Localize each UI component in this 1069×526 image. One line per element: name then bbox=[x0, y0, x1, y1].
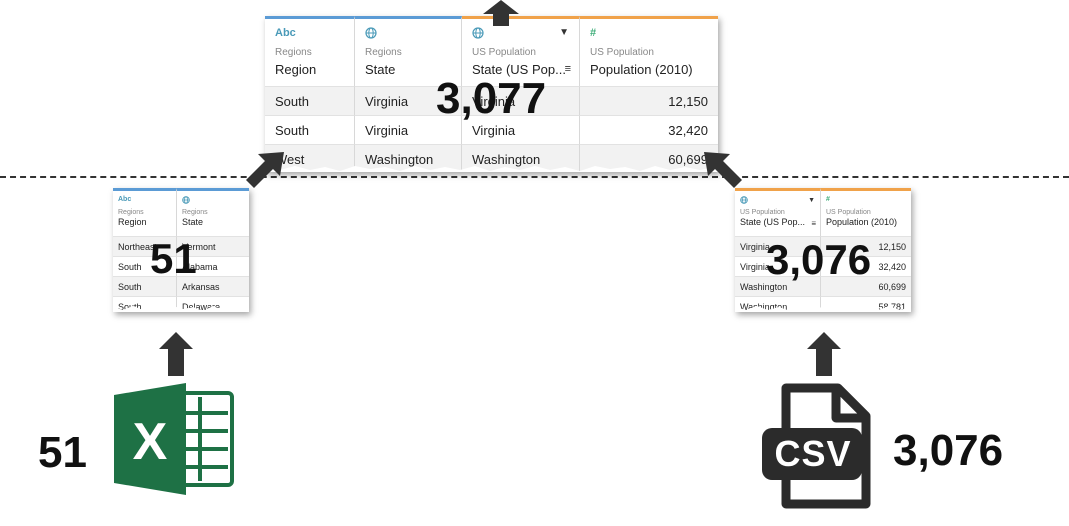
table-row[interactable]: South Delaware bbox=[113, 296, 249, 312]
number-icon: # bbox=[826, 196, 830, 203]
cell-region: South bbox=[113, 256, 177, 276]
column-source: Regions bbox=[275, 47, 312, 58]
number-icon: # bbox=[590, 27, 597, 39]
header-population[interactable]: # US Population Population (2010) bbox=[580, 16, 718, 86]
header-region[interactable]: Abc Regions Region bbox=[113, 188, 177, 236]
excel-table-header: Abc Regions Region Regions State bbox=[113, 188, 249, 236]
abc-icon: Abc bbox=[118, 196, 132, 203]
cell-state: Alabama bbox=[177, 256, 249, 276]
sort-icon[interactable]: ≡ bbox=[564, 63, 571, 75]
cell-state: Washington bbox=[355, 144, 462, 172]
cell-population: 60,699 bbox=[580, 144, 718, 172]
excel-table-row-count: 51 bbox=[150, 235, 197, 282]
csv-file-icon bbox=[762, 383, 871, 509]
cell-state: Arkansas bbox=[177, 276, 249, 296]
excel-row-count: 51 bbox=[38, 428, 87, 477]
csv-label: CSV bbox=[774, 433, 852, 474]
cell-state-us-pop: Virginia bbox=[462, 115, 580, 144]
csv-table-row-count: 3,076 bbox=[766, 236, 872, 283]
header-state[interactable]: Regions State bbox=[177, 188, 249, 236]
cell-population: 12,150 bbox=[821, 236, 911, 256]
sort-icon[interactable]: ≡ bbox=[811, 219, 816, 228]
table-row[interactable]: South Arkansas bbox=[113, 276, 249, 296]
excel-table-card: Abc Regions Region Regions State Northea… bbox=[113, 188, 249, 312]
table-row[interactable]: Washington 60,699 bbox=[735, 276, 911, 296]
column-field: Region bbox=[275, 62, 317, 77]
column-field: State bbox=[365, 62, 396, 77]
header-state-us-pop[interactable]: ▼ US Population State (US Pop... ≡ bbox=[735, 188, 821, 236]
cell-state: Virginia bbox=[355, 86, 462, 115]
cell-state-us-pop: Washington bbox=[462, 144, 580, 172]
table-row[interactable]: South Virginia Virginia 12,150 bbox=[265, 86, 718, 115]
cell-state: Vermont bbox=[177, 236, 249, 256]
torn-edge bbox=[113, 306, 249, 312]
cell-state-us-pop: Virginia bbox=[462, 86, 580, 115]
header-state[interactable]: Regions State bbox=[355, 16, 462, 86]
table-row[interactable]: West Washington Washington 60,699 bbox=[265, 144, 718, 172]
column-field: Population (2010) bbox=[826, 217, 898, 227]
cell-state-us-pop: Virginia bbox=[735, 256, 821, 276]
header-region[interactable]: Abc Regions Region bbox=[265, 16, 355, 86]
cell-population: 32,420 bbox=[821, 256, 911, 276]
cell-state-us-pop: Washington bbox=[735, 296, 821, 312]
up-arrow-icon bbox=[483, 0, 519, 26]
excel-icon bbox=[114, 383, 234, 495]
column-field: State (US Pop... bbox=[472, 62, 566, 77]
cell-population: 58,781 bbox=[821, 296, 911, 312]
diagonal-arrow-icon bbox=[246, 152, 284, 188]
cell-region: Northeast bbox=[113, 236, 177, 256]
cell-state: Virginia bbox=[355, 115, 462, 144]
column-field: State (US Pop... bbox=[740, 217, 806, 227]
column-source: US Population bbox=[472, 47, 536, 58]
column-field: Population (2010) bbox=[590, 62, 693, 77]
joined-table-header: Abc Regions Region Regions State ▼ US Po… bbox=[265, 16, 718, 86]
column-source: US Population bbox=[740, 209, 785, 216]
cell-region: South bbox=[265, 86, 355, 115]
table-row[interactable]: Northeast Vermont bbox=[113, 236, 249, 256]
cell-population: 60,699 bbox=[821, 276, 911, 296]
cell-state-us-pop: Virginia bbox=[735, 236, 821, 256]
table-row[interactable]: Virginia 12,150 bbox=[735, 236, 911, 256]
csv-row-count: 3,076 bbox=[893, 426, 1004, 475]
cell-region: South bbox=[113, 276, 177, 296]
csv-table-header: ▼ US Population State (US Pop... ≡ # US … bbox=[735, 188, 911, 236]
globe-icon bbox=[365, 27, 451, 43]
globe-icon bbox=[472, 27, 569, 43]
cell-population: 32,420 bbox=[580, 115, 718, 144]
column-source: Regions bbox=[365, 47, 402, 58]
cell-region: South bbox=[113, 296, 177, 312]
header-population[interactable]: # US Population Population (2010) bbox=[821, 188, 911, 236]
cell-state: Delaware bbox=[177, 296, 249, 312]
column-source: Regions bbox=[182, 209, 208, 216]
abc-icon: Abc bbox=[275, 27, 296, 39]
table-row[interactable]: Virginia 32,420 bbox=[735, 256, 911, 276]
dropdown-arrow-icon[interactable]: ▼ bbox=[559, 27, 569, 38]
joined-table-card: Abc Regions Region Regions State ▼ US Po… bbox=[265, 16, 718, 172]
cell-region: South bbox=[265, 115, 355, 144]
table-row[interactable]: South Alabama bbox=[113, 256, 249, 276]
up-arrow-icon bbox=[159, 332, 193, 376]
column-field: Region bbox=[118, 217, 147, 227]
excel-letter: X bbox=[132, 413, 168, 471]
csv-table-card: ▼ US Population State (US Pop... ≡ # US … bbox=[735, 188, 911, 312]
column-source: US Population bbox=[826, 209, 871, 216]
globe-icon bbox=[740, 196, 815, 207]
diagonal-arrow-icon bbox=[704, 152, 742, 188]
column-source: US Population bbox=[590, 47, 654, 58]
table-row[interactable]: South Virginia Virginia 32,420 bbox=[265, 115, 718, 144]
cell-state-us-pop: Washington bbox=[735, 276, 821, 296]
table-row[interactable]: Washington 58,781 bbox=[735, 296, 911, 312]
dropdown-arrow-icon[interactable]: ▼ bbox=[808, 197, 815, 204]
torn-edge bbox=[735, 306, 911, 312]
dashed-divider bbox=[0, 176, 1069, 178]
up-arrow-icon bbox=[807, 332, 841, 376]
cell-population: 12,150 bbox=[580, 86, 718, 115]
column-field: State bbox=[182, 217, 204, 227]
column-source: Regions bbox=[118, 209, 144, 216]
joined-row-count: 3,077 bbox=[436, 74, 547, 123]
torn-edge bbox=[265, 166, 718, 172]
globe-icon bbox=[182, 196, 244, 207]
header-state-us-pop[interactable]: ▼ US Population State (US Pop... ≡ bbox=[462, 16, 580, 86]
